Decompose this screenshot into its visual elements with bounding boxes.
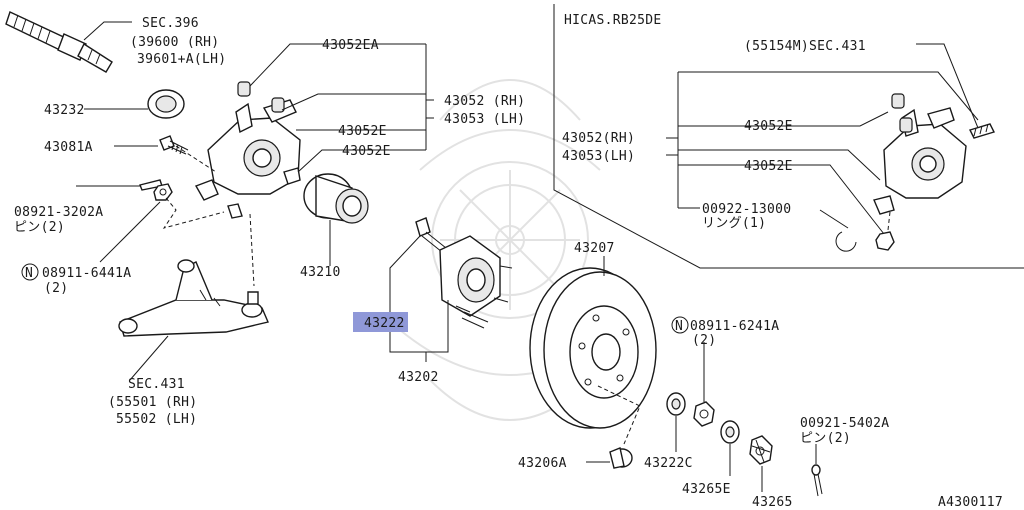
label-43222c[interactable]: 43222C [644, 456, 693, 471]
label-00921-5402a[interactable]: 00921-5402A [800, 416, 889, 431]
label-08921-3202a[interactable]: 08921-3202A [14, 205, 103, 220]
label-pin2-b[interactable]: ピン(2) [800, 431, 851, 446]
inset-knuckle [873, 93, 967, 215]
washer-43222c [666, 392, 686, 416]
rotor-43207 [529, 267, 657, 429]
inset-nut [875, 231, 895, 251]
inset-title: HICAS.RB25DE [564, 13, 662, 28]
label-08911-6241a[interactable]: 08911-6241A [690, 319, 779, 334]
label-43202[interactable]: 43202 [398, 370, 439, 385]
inset-bolt-55154m [969, 123, 995, 139]
label-43232[interactable]: 43232 [44, 103, 85, 118]
label-43052e-b[interactable]: 43052E [342, 144, 391, 159]
sheet-id: A4300117 [938, 495, 1003, 510]
label-39600[interactable]: (39600 (RH) [130, 35, 219, 50]
label-55502[interactable]: 55502 (LH) [116, 412, 197, 427]
label-55501[interactable]: (55501 (RH) [108, 395, 197, 410]
n-symbol-b: N [675, 319, 683, 334]
inset-border [553, 4, 1024, 269]
label-39601[interactable]: 39601+A(LH) [137, 52, 226, 67]
label-43265[interactable]: 43265 [752, 495, 793, 510]
inset-label-ring[interactable]: リング(1) [702, 216, 766, 231]
inset-label-00922[interactable]: 00922-13000 [702, 202, 791, 217]
label-43222[interactable]: 43222 [364, 316, 405, 331]
label-43053-lh[interactable]: 43053 (LH) [444, 112, 525, 127]
inset-label-55154m[interactable]: (55154M)SEC.431 [744, 39, 866, 54]
label-43052e-a[interactable]: 43052E [338, 124, 387, 139]
label-qty2-b[interactable]: (2) [692, 333, 716, 348]
inset-ring-00922 [835, 231, 857, 252]
bolt-43081a [159, 135, 189, 155]
label-43207[interactable]: 43207 [574, 241, 615, 256]
bearing-43210 [303, 173, 369, 224]
nut-08911-6241a [693, 401, 715, 427]
label-sec396[interactable]: SEC.396 [142, 16, 199, 31]
watermark-emblem [399, 79, 621, 421]
bolt-43206a [609, 447, 633, 469]
label-43052-rh[interactable]: 43052 (RH) [444, 94, 525, 109]
n-marker-b [671, 316, 689, 334]
label-43210[interactable]: 43210 [300, 265, 341, 280]
washer-43265e [720, 420, 740, 444]
seal-43232 [147, 89, 185, 119]
n-marker-a [21, 263, 39, 281]
n-symbol-a: N [25, 266, 33, 281]
inset-label-43052e-a[interactable]: 43052E [744, 119, 793, 134]
label-43206a[interactable]: 43206A [518, 456, 567, 471]
drive-shaft [5, 11, 113, 73]
pin-00921-5402a [811, 464, 823, 497]
label-43265e[interactable]: 43265E [682, 482, 731, 497]
label-08911-6441a[interactable]: 08911-6441A [42, 266, 131, 281]
inset-label-43053-lh[interactable]: 43053(LH) [562, 149, 635, 164]
nut-08911-6441a [153, 183, 173, 201]
highlight-43222 [353, 312, 408, 332]
label-qty2-a[interactable]: (2) [44, 281, 68, 296]
inset-label-43052-rh[interactable]: 43052(RH) [562, 131, 635, 146]
label-sec431[interactable]: SEC.431 [128, 377, 185, 392]
inset-label-43052e-b[interactable]: 43052E [744, 159, 793, 174]
label-43081a[interactable]: 43081A [44, 140, 93, 155]
castle-nut-43265 [749, 435, 773, 465]
knuckle-43052 [194, 81, 301, 219]
hub-43202 [415, 217, 513, 329]
lower-arm [118, 259, 269, 337]
label-pin2-a[interactable]: ピン(2) [14, 220, 65, 235]
label-43052ea[interactable]: 43052EA [322, 38, 379, 53]
